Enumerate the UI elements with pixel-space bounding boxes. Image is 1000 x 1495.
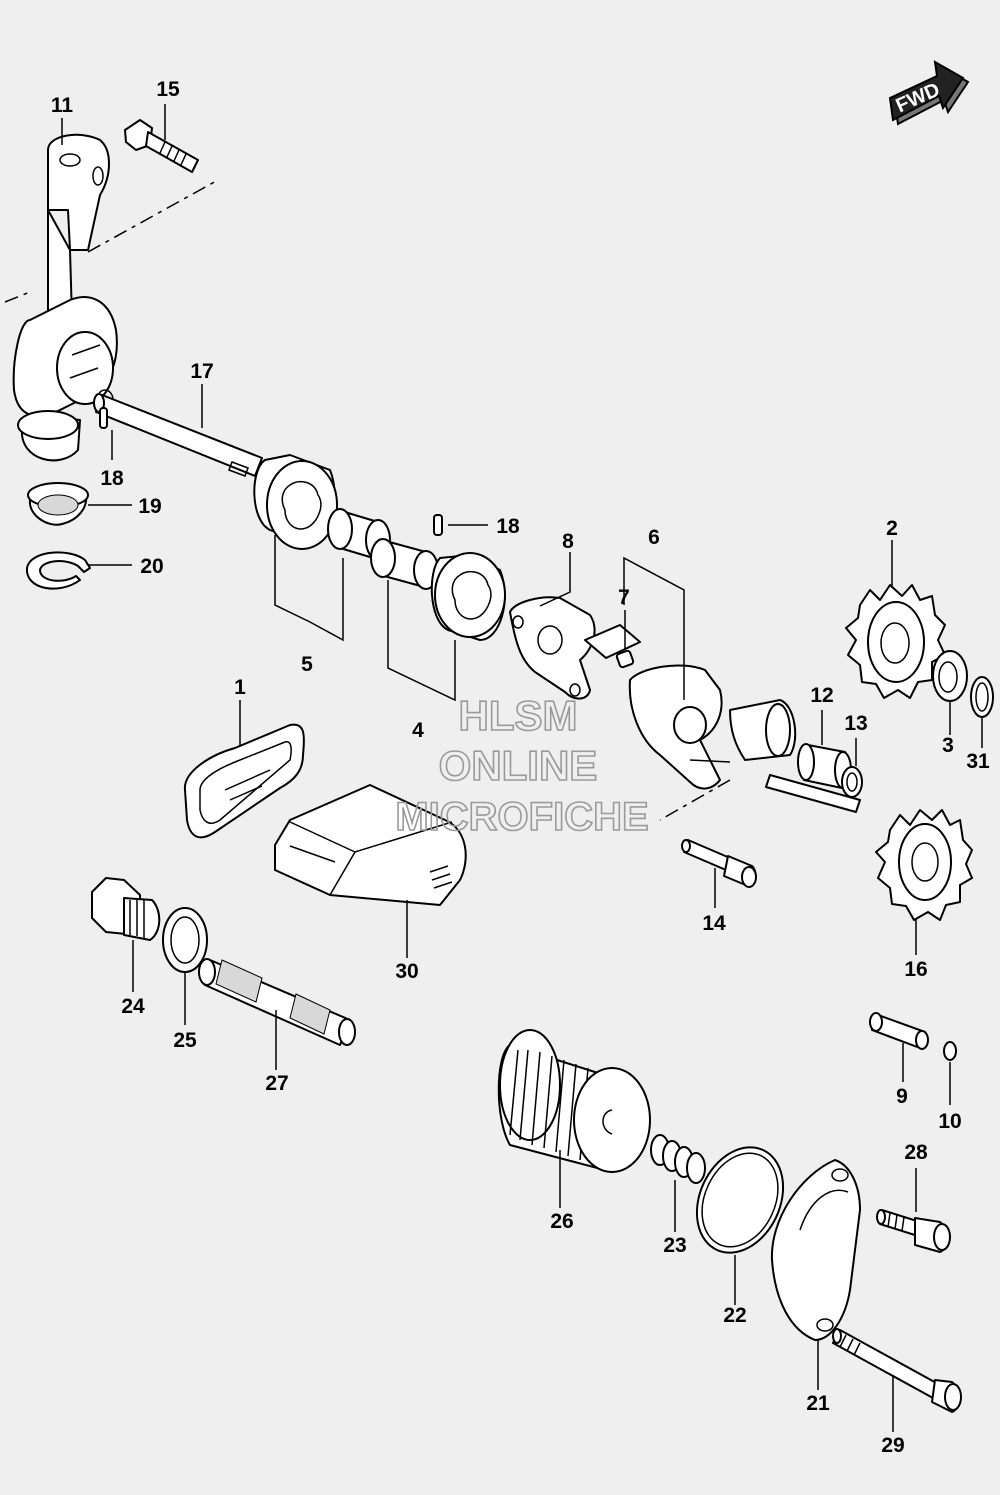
bracket-5 <box>274 535 344 642</box>
watermark: HLSM ONLINE MICROFICHE <box>395 691 650 840</box>
part-20-circlip <box>25 551 91 590</box>
label-30: 30 <box>395 960 418 983</box>
part-15-bolt <box>124 119 199 173</box>
label-9: 9 <box>896 1085 908 1108</box>
part-31-circlip <box>970 676 994 718</box>
part-26-oil-filter <box>497 1029 651 1173</box>
part-23-spring <box>650 1134 706 1184</box>
part-number-labels: 1 2 3 4 5 6 7 8 9 10 11 12 13 14 15 16 1… <box>51 78 990 1457</box>
label-21: 21 <box>806 1392 830 1415</box>
part-16-gear-shaft <box>875 809 973 921</box>
part-7-pin <box>615 649 635 669</box>
label-8: 8 <box>562 530 574 553</box>
part-19-strainer <box>27 482 89 526</box>
label-26: 26 <box>550 1210 573 1233</box>
part-18-pin-left <box>99 407 108 429</box>
part-24-drain-plug <box>91 877 161 941</box>
part-22-o-ring <box>695 1146 785 1254</box>
label-3: 3 <box>942 734 954 757</box>
part-5-pump-rotor-set <box>253 454 391 561</box>
part-12-collar <box>797 743 852 789</box>
fwd-arrow-badge: FWD <box>888 60 970 126</box>
part-28-bolt <box>876 1209 951 1253</box>
part-30-cover <box>274 784 467 906</box>
part-8-pump-cover <box>509 596 641 700</box>
assembly-line-14 <box>659 779 731 821</box>
watermark-line-2: ONLINE <box>439 742 598 789</box>
label-29: 29 <box>881 1434 904 1457</box>
label-27: 27 <box>265 1072 288 1095</box>
label-17: 17 <box>190 360 213 383</box>
label-19: 19 <box>138 495 161 518</box>
label-14: 14 <box>702 912 726 935</box>
part-27-mesh-screen <box>198 958 356 1046</box>
part-17-shaft <box>93 393 263 477</box>
label-2: 2 <box>886 517 898 540</box>
label-5: 5 <box>301 653 313 676</box>
label-24: 24 <box>121 995 145 1018</box>
part-29-long-bolt <box>832 1328 962 1413</box>
watermark-line-3: MICROFICHE <box>395 795 648 839</box>
part-3-washer <box>932 650 968 702</box>
label-20: 20 <box>140 555 163 578</box>
label-23: 23 <box>663 1234 686 1257</box>
label-6: 6 <box>648 526 660 549</box>
part-11-oil-pickup <box>12 133 118 462</box>
bracket-4 <box>387 580 456 702</box>
label-22: 22 <box>723 1304 746 1327</box>
part-6-pump-body <box>628 664 861 813</box>
label-10: 10 <box>938 1110 961 1133</box>
label-1: 1 <box>234 676 246 699</box>
label-11: 11 <box>51 94 74 117</box>
part-4-pump-rotor-set <box>370 538 506 641</box>
label-18-right: 18 <box>496 515 520 538</box>
label-7: 7 <box>618 586 630 609</box>
label-25: 25 <box>173 1029 197 1052</box>
label-28: 28 <box>904 1141 928 1164</box>
label-15: 15 <box>156 78 180 101</box>
lead-8 <box>539 552 571 607</box>
part-1-gasket-plate <box>183 723 305 839</box>
watermark-line-1: HLSM <box>459 692 578 739</box>
label-13: 13 <box>844 712 867 735</box>
part-25-gasket <box>162 907 208 973</box>
part-10-small-o-ring <box>943 1041 957 1061</box>
part-13-o-ring <box>841 766 863 798</box>
assembly-line-11 <box>4 291 31 303</box>
part-9-fitting <box>869 1012 929 1050</box>
part-21-filter-cap <box>770 1159 861 1341</box>
label-16: 16 <box>904 958 927 981</box>
label-4: 4 <box>412 719 424 742</box>
assembly-line-15 <box>87 179 219 253</box>
bracket-6 <box>623 556 685 700</box>
part-14-bolt <box>681 839 757 888</box>
label-12: 12 <box>810 684 833 707</box>
label-18-left: 18 <box>100 467 124 490</box>
part-18-pin-right <box>433 514 443 536</box>
part-2-gear <box>845 584 946 699</box>
label-31: 31 <box>966 750 990 773</box>
